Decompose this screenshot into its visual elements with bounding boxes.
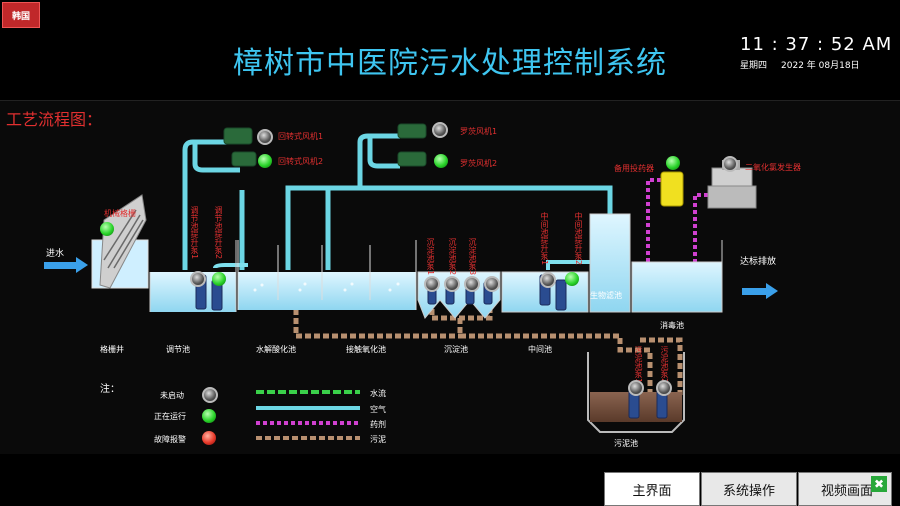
system-ops-button[interactable]: 系统操作 <box>701 472 797 506</box>
dosing-label: 备用投药器 <box>614 164 654 173</box>
section-title: 工艺流程图： <box>6 110 103 129</box>
sed-pump4-status-lamp[interactable] <box>484 276 500 292</box>
screen-status-lamp[interactable] <box>100 222 114 236</box>
mid-pump1-status-lamp[interactable] <box>540 272 556 288</box>
sedimentation-label: 沉淀池 <box>444 345 468 354</box>
blower-units <box>223 123 427 167</box>
page-title: 樟树市中医院污水处理控制系统 <box>233 46 667 81</box>
screen-label: 机械格栅 <box>104 209 136 218</box>
disinfection-label: 消毒池 <box>660 321 684 330</box>
weekday-label: 星期四 <box>740 61 768 71</box>
hydrolysis-label: 水解酸化池 <box>256 345 296 354</box>
grid-well-tank <box>91 194 149 289</box>
legend-air-label: 空气 <box>370 405 386 414</box>
sludge-tank-label: 污泥池 <box>614 439 638 448</box>
sed-pump2-status-lamp[interactable] <box>444 276 460 292</box>
blower2-status-lamp[interactable] <box>258 154 272 168</box>
air-pipe-header <box>285 185 613 270</box>
biofilter-tank <box>589 213 631 313</box>
legend-water-label: 水流 <box>370 389 386 398</box>
disinfection-tank <box>631 240 723 313</box>
water-pipe-regpump <box>213 263 248 269</box>
legend-running-label: 正在运行 <box>154 412 186 421</box>
header-bar: 韩国 樟树市中医院污水处理控制系统 11 : 37 : 52 AM 星期四 202… <box>0 0 900 101</box>
air-pipe-blower2 <box>192 142 240 173</box>
sed-pump1-status-lamp[interactable] <box>424 276 440 292</box>
water-pipe-midpump <box>546 260 600 270</box>
main-screen-button[interactable]: 主界面 <box>604 472 700 506</box>
sludge-pipe-main <box>293 300 460 339</box>
sludge-pump2-status-lamp[interactable] <box>656 380 672 396</box>
pump-units <box>195 274 668 419</box>
chlorine-status-lamp[interactable] <box>722 156 738 172</box>
sludge-pipe-to-sludge <box>457 318 653 395</box>
blower1-label: 回转式风机1 <box>278 132 324 141</box>
date-label: 2022 年 08月18日 <box>781 61 860 71</box>
legend-lines <box>256 390 360 440</box>
biofilter-label: 生物滤池 <box>590 291 622 300</box>
reg-pump2-status-lamp[interactable] <box>212 272 226 286</box>
legend-fault-label: 故障报警 <box>154 435 186 444</box>
contact-oxidation-label: 接触氧化池 <box>346 345 386 354</box>
sludge-pipe-return <box>640 337 683 395</box>
legend-red-lamp <box>202 431 216 445</box>
sed-pump3-status-lamp[interactable] <box>464 276 480 292</box>
outlet-label: 达标排放 <box>740 257 777 267</box>
sed-pump2-label: 沉淀池泵2 <box>448 238 457 276</box>
inlet-label: 进水 <box>46 249 65 259</box>
reg-pump1-status-lamp[interactable] <box>190 271 206 287</box>
legend-sludge-label: 污泥 <box>370 435 386 444</box>
grid-well-label: 格栅井 <box>100 345 124 354</box>
roots1-label: 罗茨风机1 <box>460 127 498 136</box>
close-icon[interactable]: ✖ <box>871 476 887 492</box>
mid-pump2-label: 中间池提升泵2 <box>574 212 583 266</box>
intermediate-label: 中间池 <box>528 345 552 354</box>
legend-not-started-label: 未启动 <box>160 391 184 400</box>
legend-chemical-label: 药剂 <box>370 420 386 429</box>
dosing-unit <box>660 171 684 207</box>
roots1-status-lamp[interactable] <box>432 122 448 138</box>
regulating-label: 调节池 <box>166 345 190 354</box>
water-pipes <box>213 260 600 270</box>
sludge-pump2-label: 污泥池泵2 <box>660 346 669 384</box>
reg-pump1-label: 调节池提升泵1 <box>190 206 199 260</box>
chlorine-generator <box>707 160 757 209</box>
roots2-status-lamp[interactable] <box>434 154 448 168</box>
sed-pump3-label: 沉淀池泵3 <box>468 238 477 276</box>
clock-time: 11 : 37 : 52 AM <box>740 34 893 55</box>
company-logo: 韩国 <box>2 2 40 28</box>
air-pipes <box>182 133 613 270</box>
sludge-pump1-status-lamp[interactable] <box>628 380 644 396</box>
dosing-status-lamp[interactable] <box>666 156 680 170</box>
chlorine-label: 二氧化氯发生器 <box>745 163 801 172</box>
reg-pump2-label: 调节池提升泵2 <box>214 206 223 260</box>
outlet-arrow <box>742 283 778 299</box>
air-pipe-roots1 <box>357 133 400 188</box>
sed-pump1-label: 沉淀池泵1 <box>426 238 435 276</box>
mid-pump1-label: 中间池提升泵1 <box>540 212 549 266</box>
air-pipe-roots2 <box>367 136 400 169</box>
legend-note: 注： <box>100 384 120 395</box>
sludge-pump1-label: 污泥池泵1 <box>634 346 643 384</box>
bio-tanks <box>237 240 417 310</box>
legend-green-lamp <box>202 409 216 423</box>
blower1-status-lamp[interactable] <box>257 129 273 145</box>
clock-date: 星期四 2022 年 08月18日 <box>740 58 874 71</box>
roots2-label: 罗茨风机2 <box>460 159 498 168</box>
mid-pump2-status-lamp[interactable] <box>565 272 579 286</box>
legend-gray-lamp <box>202 387 218 403</box>
blower2-label: 回转式风机2 <box>278 157 324 166</box>
inlet-arrow <box>44 257 88 273</box>
